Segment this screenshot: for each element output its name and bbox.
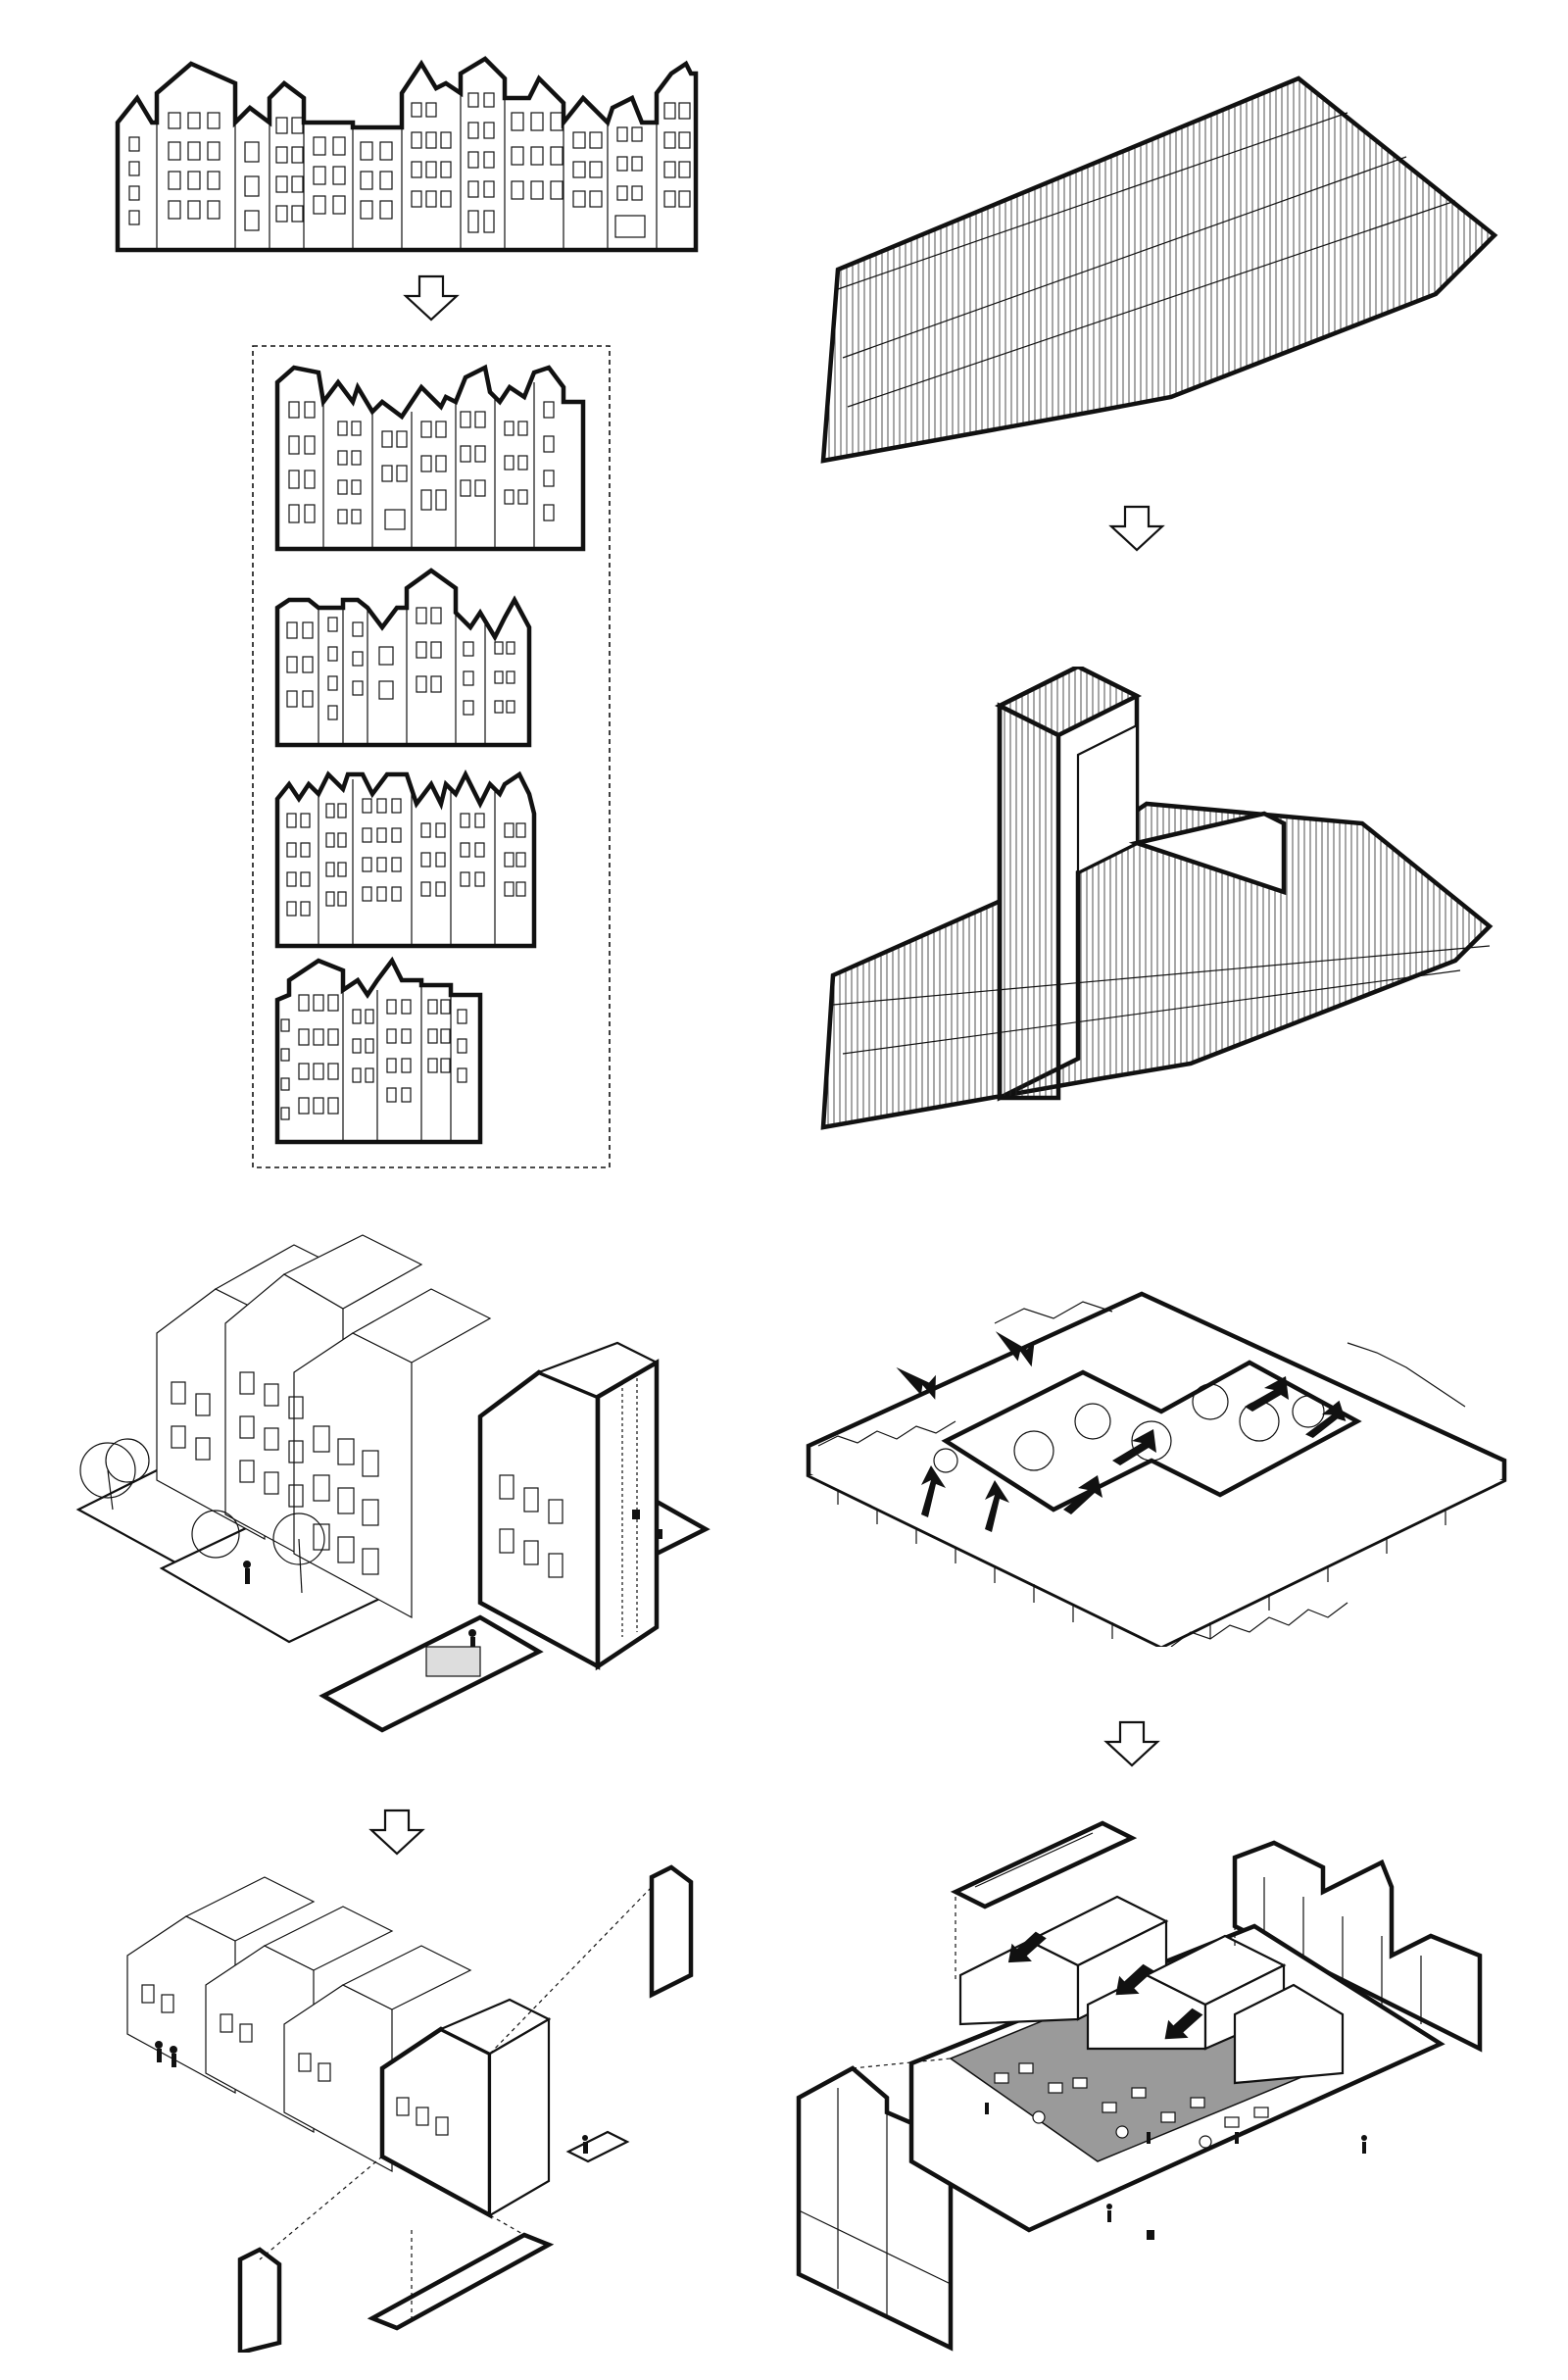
- roofscape-plane: [820, 75, 1498, 464]
- isometric-canal-houses: [75, 1234, 710, 1733]
- exploded-block-interior: [796, 1820, 1483, 2352]
- roofscape-tower: [820, 667, 1494, 1130]
- highlighted-house: [477, 1369, 601, 1670]
- hollow-down-arrow-icon: [1108, 505, 1165, 552]
- exploded-canal-houses: [126, 1864, 694, 2353]
- floating-roof-slab: [950, 1820, 1138, 1909]
- elevation-variant-2: [274, 568, 532, 748]
- elevation-variant-4: [274, 956, 483, 1145]
- elevation-windows: [128, 92, 691, 250]
- furniture: [994, 2062, 1269, 2149]
- person-icon: [985, 2103, 1367, 2240]
- person-icon: [243, 1510, 662, 1653]
- urban-block-courtyard: [806, 1291, 1507, 1647]
- hollow-down-arrow-icon: [403, 274, 460, 322]
- solid-black-arrow-icon: [1007, 1931, 1203, 2040]
- elevation-variants: [252, 345, 611, 1168]
- canal-house-elevation: [115, 56, 699, 253]
- elevation-variant-1: [274, 364, 586, 552]
- dashed-frame: [252, 345, 611, 1168]
- floating-facade-panel: [649, 1864, 694, 1999]
- elevation-variant-3: [274, 769, 537, 949]
- tree-icon: [79, 1438, 325, 1594]
- floating-facade-panel: [1232, 1840, 1483, 2053]
- floating-facade-panel: [237, 2247, 282, 2353]
- hollow-down-arrow-icon: [368, 1809, 425, 1856]
- floating-street-slab: [367, 2232, 555, 2331]
- solid-black-arrow-icon: [896, 1331, 1347, 1532]
- hollow-down-arrow-icon: [1103, 1720, 1160, 1767]
